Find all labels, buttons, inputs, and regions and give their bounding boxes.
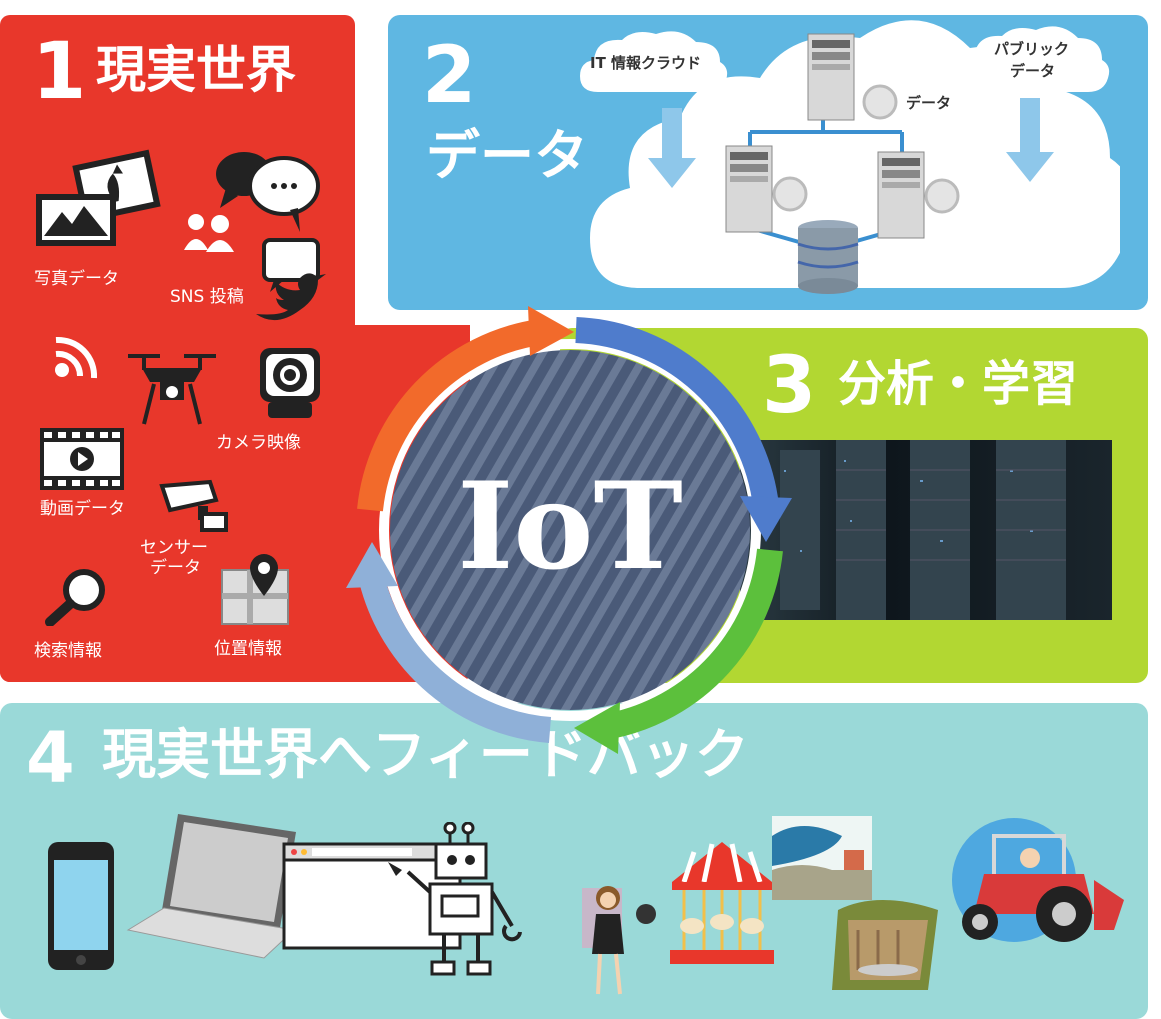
panel-2-number: 2 — [422, 31, 477, 121]
sensor-data-label-line2: データ — [150, 558, 201, 578]
iot-cycle — [346, 306, 792, 754]
laptop-icon — [126, 814, 296, 959]
public-data-cloud-bubble — [960, 26, 1110, 92]
smartphone-icon — [48, 842, 114, 970]
carousel-icon — [670, 842, 774, 964]
photo-data-label: 写真データ — [34, 269, 119, 289]
search-icon — [45, 569, 105, 626]
panel-2-title: データ — [426, 124, 588, 187]
landslide-scene-icon — [832, 900, 938, 990]
map-pin-icon — [221, 554, 289, 625]
security-camera-icon — [159, 479, 228, 532]
server-top — [807, 33, 855, 121]
panel-4-number: 4 — [26, 717, 75, 799]
woman-with-stalker-icon — [582, 886, 656, 995]
rss-icon — [55, 336, 98, 379]
panel-1-number: 1 — [32, 27, 87, 117]
it-cloud-label: IT 情報クラウド — [590, 54, 702, 72]
robot-icon — [388, 822, 522, 976]
web-camera-icon — [260, 348, 320, 418]
it-cloud-bubble — [580, 31, 728, 92]
twitter-bird-icon — [256, 238, 326, 321]
panel-1-title: 現実世界 — [96, 41, 296, 99]
film-strip-icon — [40, 428, 124, 490]
server-room-image — [740, 440, 1112, 620]
camera-video-label: カメラ映像 — [216, 433, 301, 453]
iot-center-circle — [390, 350, 750, 710]
panel-4-title: 現実世界へフィードバック — [102, 723, 749, 786]
public-data-label-line2: データ — [1010, 62, 1056, 80]
sensor-data-label-line1: センサー — [140, 538, 208, 558]
chat-bubbles-icon — [184, 152, 320, 252]
data-node-label: データ — [906, 94, 952, 112]
panel-3-title: 分析・学習 — [838, 356, 1079, 412]
video-data-label: 動画データ — [40, 499, 125, 519]
sns-post-label: SNS 投稿 — [170, 287, 244, 307]
drone-icon — [128, 354, 216, 425]
photo-icon — [36, 149, 161, 246]
search-info-label: 検索情報 — [34, 641, 102, 661]
panel-3-number: 3 — [762, 341, 817, 431]
iot-label: IoT — [457, 456, 683, 597]
tsunami-scene-icon — [772, 816, 872, 900]
location-info-label: 位置情報 — [214, 639, 282, 659]
public-data-label-line1: パブリック — [994, 40, 1070, 58]
tractor-icon — [952, 818, 1124, 942]
